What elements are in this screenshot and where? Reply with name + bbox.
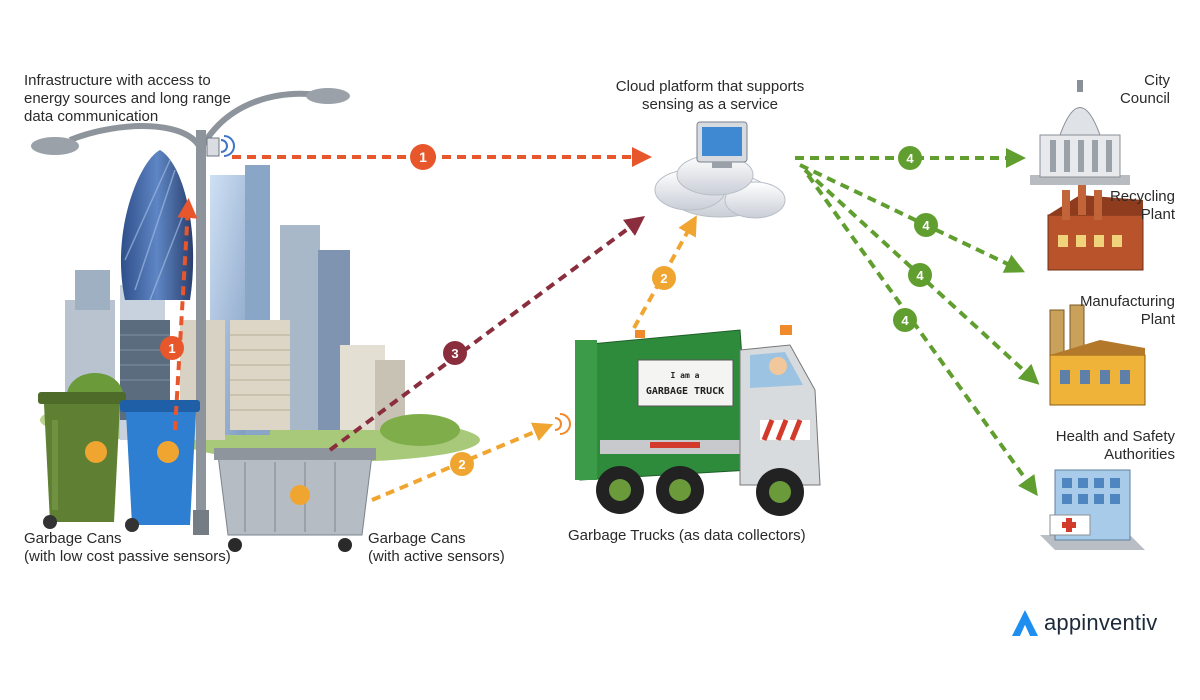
arrow-step-3-dumpster-to-cloud xyxy=(328,216,646,452)
city-council-label-line: Council xyxy=(1119,90,1170,107)
garbage-cans-passive-label-line: (with low cost passive sensors) xyxy=(24,548,231,565)
health-safety-label-line: Health and Safety xyxy=(1055,428,1175,445)
cloud-platform-label-line: Cloud platform that supports xyxy=(615,78,805,95)
garbage-cans-active-label-line: (with active sensors) xyxy=(368,548,505,565)
cloud-platform-label-line: sensing as a service xyxy=(642,96,778,113)
arrow-step-1-vertical xyxy=(173,198,198,431)
step-number: 4 xyxy=(916,268,924,283)
arrow-step-4-to-health xyxy=(806,173,1038,497)
garbage-trucks-label: Garbage Trucks (as data collectors) xyxy=(568,527,806,544)
infrastructure-label-line: data communication xyxy=(24,108,159,125)
recycling-plant-label-line: Recycling xyxy=(1109,188,1175,205)
garbage-cans-passive-label: Garbage Cans (with low cost passive sens… xyxy=(24,530,231,566)
appinventiv-logo: appinventiv xyxy=(1010,608,1158,638)
garbage-cans-active-label-line: Garbage Cans xyxy=(368,530,466,547)
step-badge-2-truck: 2 xyxy=(652,266,676,290)
step-number: 3 xyxy=(451,346,458,361)
step-number: 1 xyxy=(419,149,427,165)
city-council-label-line: City xyxy=(1144,72,1170,89)
manufacturing-plant-label-line: Plant xyxy=(1140,311,1175,328)
step-badge-4-council: 4 xyxy=(898,146,922,170)
step-badge-4-manufacturing: 4 xyxy=(908,263,932,287)
recycling-plant-icon xyxy=(1047,185,1144,271)
city-council-icon xyxy=(1030,80,1130,185)
recycling-plant-label: Recycling Plant xyxy=(1060,188,1175,224)
step-number: 2 xyxy=(660,271,667,286)
street-lamp-icon xyxy=(31,88,350,535)
manufacturing-plant-icon xyxy=(1049,304,1146,406)
step-number: 2 xyxy=(458,457,465,472)
garbage-cans-passive-label-line: Garbage Cans xyxy=(24,530,122,547)
appinventiv-logo-icon xyxy=(1012,610,1038,636)
step-badge-2-dumpster: 2 xyxy=(450,452,474,476)
appinventiv-logo-text: appinventiv xyxy=(1044,610,1158,635)
infrastructure-label-line: Infrastructure with access to xyxy=(24,72,211,89)
dumpster-icon xyxy=(214,448,376,552)
step-badge-4-health: 4 xyxy=(893,308,917,332)
step-badge-1-vertical: 1 xyxy=(160,336,184,360)
step-number: 4 xyxy=(922,218,930,233)
infrastructure-label-line: energy sources and long range xyxy=(24,90,231,107)
truck-sign-line1: I am a xyxy=(671,371,700,380)
health-safety-label-line: Authorities xyxy=(1104,446,1175,463)
cloud-platform-label: Cloud platform that supports sensing as … xyxy=(590,78,830,114)
step-badge-4-recycling: 4 xyxy=(914,213,938,237)
manufacturing-plant-label-line: Manufacturing xyxy=(1079,293,1175,310)
arrow-step-2-truck-to-cloud xyxy=(632,215,697,329)
health-safety-icon xyxy=(1040,469,1145,550)
city-council-label: City Council xyxy=(1080,72,1170,108)
garbage-cans-active-label: Garbage Cans (with active sensors) xyxy=(368,530,505,566)
arrow-step-4-to-recycling xyxy=(799,163,1026,273)
step-number: 1 xyxy=(168,341,175,356)
step-number: 4 xyxy=(906,151,914,166)
infrastructure-label: Infrastructure with access to energy sou… xyxy=(24,72,231,126)
step-badge-3: 3 xyxy=(443,341,467,365)
manufacturing-plant-label: Manufacturing Plant xyxy=(1040,293,1175,329)
step-number: 4 xyxy=(901,313,909,328)
antenna-icon xyxy=(206,135,235,157)
cloud-platform-icon xyxy=(654,121,786,219)
green-garbage-can-icon xyxy=(38,392,126,529)
blue-garbage-can-icon xyxy=(120,400,200,532)
recycling-plant-label-line: Plant xyxy=(1140,206,1175,223)
health-safety-label: Health and Safety Authorities xyxy=(1020,428,1175,464)
truck-sign-line2: GARBAGE TRUCK xyxy=(646,386,724,397)
garbage-truck-icon: I am a GARBAGE TRUCK xyxy=(554,325,821,516)
step-badge-1-horizontal: 1 xyxy=(410,144,436,170)
